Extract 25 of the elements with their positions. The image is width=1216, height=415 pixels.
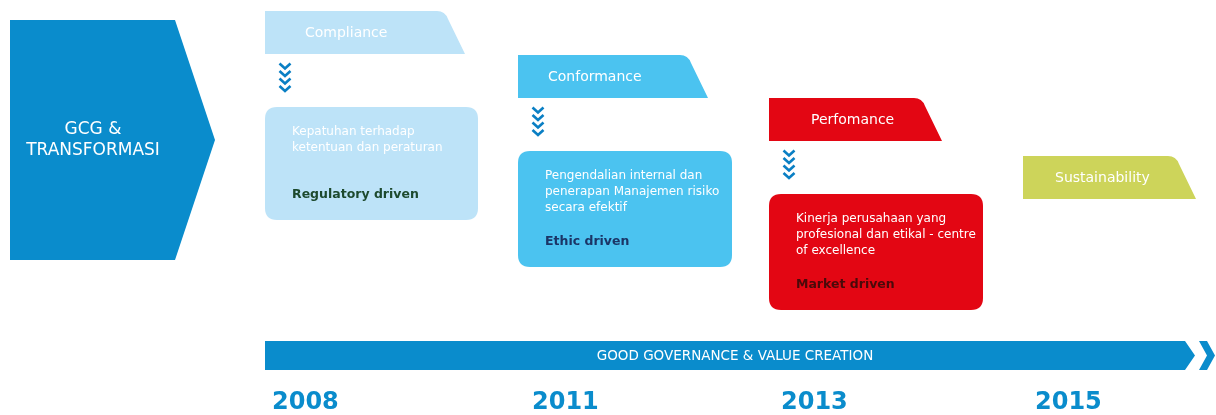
timeline-bar [265,341,1215,370]
phase-title: Sustainability [1055,169,1150,185]
driver-label: Regulatory driven [292,186,419,202]
phase-description: Pengendalian internal dan penerapan Manajemen risiko secara efektif [545,167,721,215]
phase-tab [265,11,465,54]
phase-title: Compliance [305,24,388,40]
phase-description: Kinerja perusahaan yang profesional dan etikal - centre of excellence [796,210,977,258]
phase-title: Conformance [548,68,642,84]
phase-card [265,107,478,220]
banner-title: GCG & TRANSFORMASI [25,118,161,160]
phase-title: Perfomance [811,111,895,127]
year-label: 2011 [532,388,599,414]
driver-label: Ethic driven [545,233,630,249]
driver-label: Market driven [796,276,895,292]
phase-tab [518,55,708,98]
phase-description: Kepatuhan terhadap ketentuan dan peraturan [292,123,444,155]
phase-card [769,194,983,310]
year-label: 2015 [1035,388,1102,414]
phase-card [518,151,732,267]
year-label: 2008 [272,388,339,414]
arrow-banner [10,20,215,260]
timeline-title: GOOD GOVERNANCE & VALUE CREATION [595,347,875,363]
phase-tab [769,98,942,141]
year-label: 2013 [781,388,848,414]
phase-tab [1023,156,1196,199]
